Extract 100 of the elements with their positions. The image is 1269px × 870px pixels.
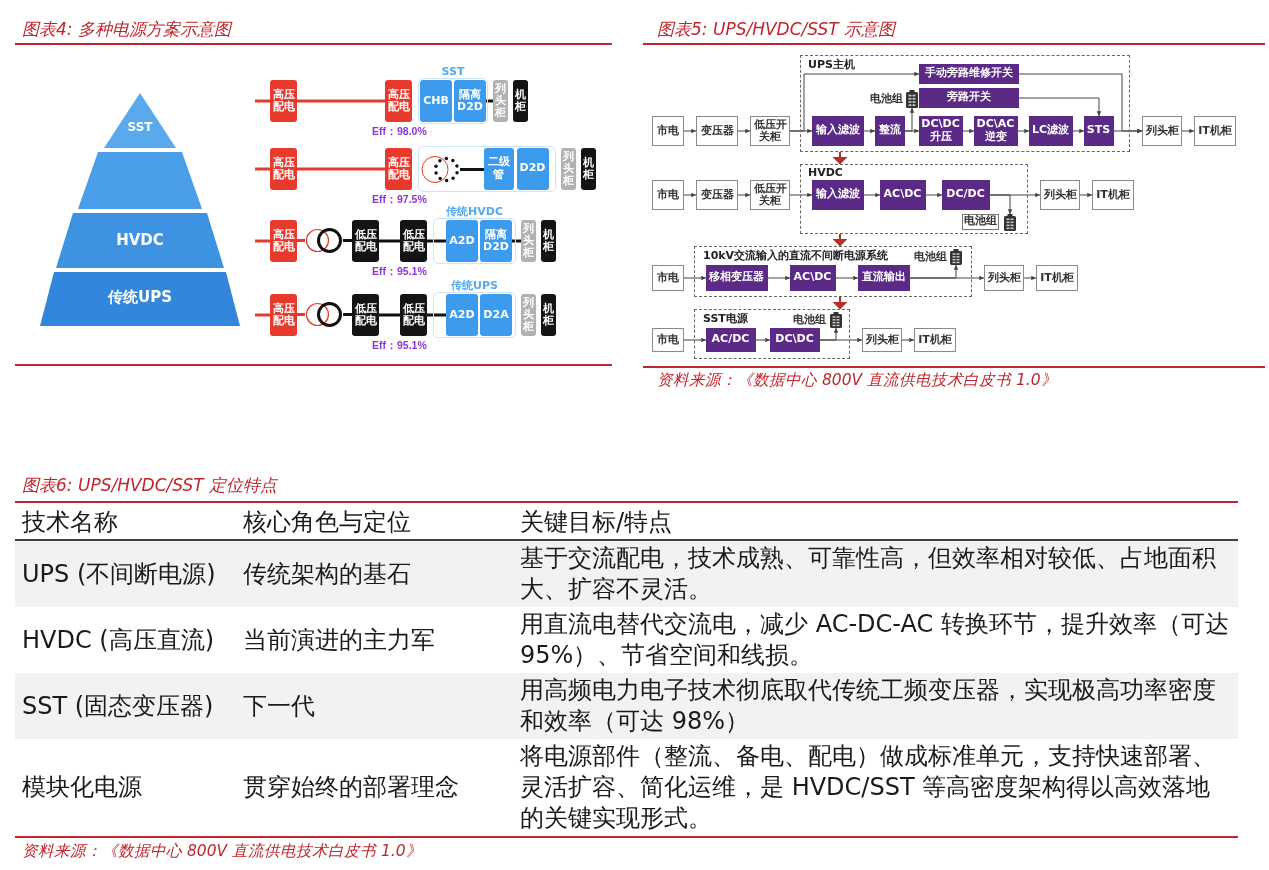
column-header: 核心角色与定位: [243, 507, 411, 538]
arrow: [683, 128, 697, 134]
arrow: [1018, 73, 1143, 134]
battery-icon: [905, 89, 918, 108]
arrow: [755, 337, 771, 343]
connector-line: [379, 313, 400, 317]
battery-label: 电池组: [913, 250, 947, 262]
arrow: [1072, 128, 1085, 134]
component-box: D2D: [516, 147, 549, 190]
battery-icon: [1003, 213, 1016, 231]
row-label: HVDC (高压直流): [22, 624, 215, 656]
process-box: 列头柜: [984, 265, 1024, 291]
arrow: [863, 192, 881, 198]
dashed-group: [694, 246, 972, 297]
connector-line: [255, 99, 270, 103]
group-label: SST: [441, 66, 465, 78]
battery-icon: [829, 311, 842, 328]
connector-line: [297, 99, 385, 103]
efficiency-label: Eff：95.1%: [372, 339, 427, 351]
arrow: [737, 192, 751, 198]
process-box: 变压器: [696, 180, 738, 210]
arrow: [789, 71, 920, 132]
pyramid-tier: HVDC: [56, 213, 224, 268]
component-box: 二级管: [483, 147, 514, 190]
dashed-group: [800, 164, 1028, 234]
process-box: IT机柜: [1194, 116, 1236, 146]
component-box: 隔离D2D: [480, 220, 512, 262]
process-box: 变压器: [696, 116, 738, 146]
process-box: 列头柜: [1040, 180, 1080, 210]
component-box: 机柜: [541, 220, 556, 262]
component-box: 列头柜: [493, 80, 508, 122]
battery-label: 电池组: [792, 313, 826, 325]
table-text: 贯穿始终的部署理念: [243, 772, 459, 803]
component-box: A2D: [446, 220, 478, 262]
group-frame: [418, 146, 556, 192]
arrow: [901, 337, 915, 343]
dashed-group: [694, 309, 850, 359]
connector-line: [460, 168, 484, 171]
figure-title: 图表4: 多种电源方案示意图: [22, 19, 231, 39]
group-label: SST电源: [703, 313, 748, 324]
process-box: 市电: [652, 180, 684, 210]
component-box: A2D: [446, 294, 478, 336]
arrow: [683, 192, 697, 198]
efficiency-label: Eff：98.0%: [372, 125, 427, 137]
process-box: 直流输出: [857, 264, 910, 291]
arrow: [925, 192, 943, 198]
component-box: 高压配电: [270, 148, 297, 190]
arrow: [1018, 97, 1102, 117]
arrow: [904, 107, 915, 132]
component-box: 高压配电: [385, 148, 412, 190]
process-box: 旁路开关: [918, 87, 1019, 108]
arrow: [835, 275, 859, 281]
process-box: 市电: [652, 328, 684, 352]
process-box: 输入滤波: [811, 115, 864, 146]
arrow: [737, 128, 751, 134]
table-text: 基于交流配电，技术成熟、可靠性高，但效率相对较低、占地面积大、扩容不灵活。: [510, 541, 1238, 607]
process-box: 整流: [874, 115, 905, 146]
connector-line: [297, 239, 305, 242]
component-box: CHB: [420, 80, 452, 122]
connector-line: [255, 313, 270, 317]
connector-line: [427, 239, 446, 243]
process-box: AC\DC: [789, 264, 836, 291]
process-box: 低压开关柜: [750, 180, 790, 210]
table-text: 将电源部件（整流、备电、配电）做成标准单元，支持快速部署、灵活扩容、简化运维，是 HVDC/SST 等高密度架构得以高效落地的关键实现形式。: [520, 741, 1217, 834]
source-note: 资料来源：《数据中心 800V 直流供电技术白皮书 1.0》: [657, 371, 1057, 389]
component-box: 高压配电: [270, 80, 297, 122]
connector-line: [427, 313, 446, 317]
component-box: 列头柜: [521, 294, 536, 336]
process-box: DC\DC: [769, 327, 820, 352]
process-box: DC\DC 升压: [918, 115, 963, 146]
arrow: [1023, 275, 1037, 281]
component-box: 隔离D2D: [454, 80, 486, 122]
component-box: 列头柜: [561, 148, 576, 190]
arrow: [767, 275, 791, 281]
column-header: 关键目标/特点: [520, 507, 673, 538]
process-box: STS: [1083, 115, 1114, 146]
arrow: [909, 264, 959, 279]
component-box: 低压配电: [400, 220, 427, 262]
process-box: AC/DC: [705, 327, 756, 352]
source-note: 资料来源：《数据中心 800V 直流供电技术白皮书 1.0》: [22, 842, 422, 860]
arrow: [1181, 128, 1195, 134]
column-header: 技术名称: [22, 507, 118, 538]
component-box: 高压配电: [270, 220, 297, 262]
process-box: IT机柜: [914, 328, 956, 352]
transformer-symbol: [420, 154, 460, 184]
process-box: 移相变压器: [705, 264, 768, 291]
figure-title: 图表5: UPS/HVDC/SST 示意图: [657, 19, 896, 39]
row-label: 模块化电源: [22, 772, 142, 803]
process-box: IT机柜: [1092, 180, 1134, 210]
connector-line: [255, 167, 270, 171]
arrow: [683, 275, 707, 281]
component-box: 高压配电: [385, 80, 412, 122]
efficiency-label: Eff：95.1%: [372, 265, 427, 277]
process-box: DC\AC 逆变: [973, 115, 1018, 146]
pyramid-tier: SST: [104, 93, 176, 148]
component-box: D2A: [480, 294, 512, 336]
dashed-group: [800, 55, 1130, 152]
component-box: 低压配电: [352, 220, 379, 262]
process-box: AC\DC: [879, 179, 926, 210]
arrow: [819, 327, 839, 341]
